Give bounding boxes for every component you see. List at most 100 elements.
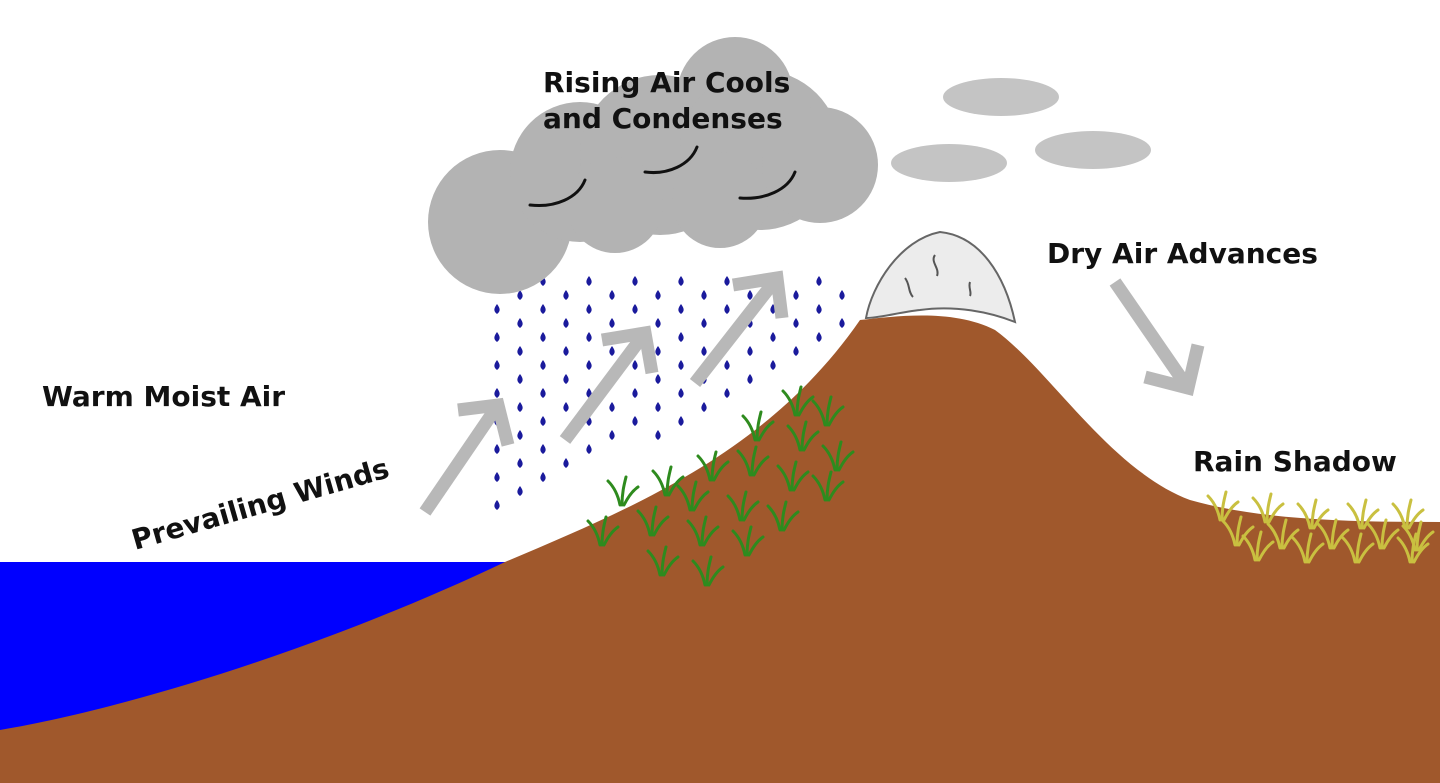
- dry-grass-tuft: [1316, 518, 1350, 550]
- dry-grass-tuft: [1291, 532, 1325, 564]
- rain-drop: [517, 374, 523, 384]
- rain-drop: [816, 332, 822, 342]
- dry-grass-tuft: [1346, 498, 1380, 530]
- green-grass-tuft: [786, 420, 820, 452]
- rain-drop: [793, 318, 799, 328]
- rain-drop: [540, 304, 546, 314]
- green-grass-tuft: [636, 505, 670, 537]
- rain-drop: [494, 472, 500, 482]
- rain-drop: [517, 290, 523, 300]
- rain-drop: [793, 346, 799, 356]
- rain-drop: [563, 290, 569, 300]
- rain-shadow-label: Rain Shadow: [1193, 445, 1397, 478]
- dry-grass-tuft: [1341, 532, 1375, 564]
- dry-grass-tuft: [1266, 518, 1300, 550]
- green-grass-tuft: [811, 470, 845, 502]
- green-grass-tuft: [676, 480, 710, 512]
- green-grass-tuft: [586, 515, 620, 547]
- snow-cracks: [904, 254, 972, 298]
- rain-drop: [655, 374, 661, 384]
- dry-grass-tuft: [1241, 530, 1275, 562]
- dry-vegetation: [1206, 490, 1435, 564]
- dry-grass-tuft: [1366, 518, 1400, 550]
- rain-drop: [632, 276, 638, 286]
- rain-drop: [563, 374, 569, 384]
- rain-drop: [609, 290, 615, 300]
- rain-drop: [494, 360, 500, 370]
- rain-drop: [540, 444, 546, 454]
- rain-drop: [770, 332, 776, 342]
- rain-drop: [494, 388, 500, 398]
- rain-drop: [540, 416, 546, 426]
- rain-drop: [839, 290, 845, 300]
- dry-air-label: Dry Air Advances: [1047, 237, 1318, 270]
- rain-drop: [655, 430, 661, 440]
- rain-drop: [770, 360, 776, 370]
- small-cloud: [891, 144, 1007, 182]
- rain-drop: [655, 290, 661, 300]
- warm-air-label: Warm Moist Air: [42, 380, 285, 413]
- winds-label: Prevailing Winds: [128, 452, 393, 557]
- green-grass-tuft: [821, 440, 855, 472]
- green-grass-tuft: [646, 545, 680, 577]
- wind-arrows: [419, 270, 1205, 516]
- rain-drop: [747, 374, 753, 384]
- rain-drop: [747, 346, 753, 356]
- rain-drop: [494, 444, 500, 454]
- rain-drop: [563, 318, 569, 328]
- rain-drop: [517, 402, 523, 412]
- rain-drop: [839, 318, 845, 328]
- rain-drop: [586, 304, 592, 314]
- rain-drop: [494, 304, 500, 314]
- rain-drop: [586, 276, 592, 286]
- rain-drop: [632, 304, 638, 314]
- rain-drop: [540, 472, 546, 482]
- rain-drop: [517, 318, 523, 328]
- rain-drop: [724, 304, 730, 314]
- dry-grass-tuft: [1251, 492, 1285, 524]
- green-vegetation: [586, 385, 855, 587]
- rain-drop: [724, 388, 730, 398]
- rain-cloud: [428, 37, 878, 294]
- rain-drop: [563, 458, 569, 468]
- rain-drop: [609, 318, 615, 328]
- rain-drop: [517, 430, 523, 440]
- rain-drop: [793, 290, 799, 300]
- rain-drop: [678, 304, 684, 314]
- small-cloud: [1035, 131, 1151, 169]
- green-grass-tuft: [781, 385, 815, 417]
- green-grass-tuft: [736, 445, 770, 477]
- rain-drop: [701, 318, 707, 328]
- rain-drop: [540, 388, 546, 398]
- rain-drop: [747, 290, 753, 300]
- green-grass-tuft: [741, 410, 775, 442]
- rain-drop: [632, 416, 638, 426]
- rain-drop: [563, 402, 569, 412]
- rain-drop: [494, 500, 500, 510]
- rain-drop: [540, 332, 546, 342]
- cloud-curl-marks: [528, 145, 797, 208]
- small-cloud: [943, 78, 1059, 116]
- rain-drop: [701, 346, 707, 356]
- dry-grass-tuft: [1296, 498, 1330, 530]
- mountain-land: [0, 315, 1440, 783]
- arrow-up-right-icon: [689, 270, 789, 388]
- green-grass-tuft: [731, 525, 765, 557]
- rain-drop: [724, 360, 730, 370]
- rain-drop: [494, 332, 500, 342]
- green-grass-tuft: [686, 515, 720, 547]
- rain-drop: [517, 346, 523, 356]
- rain-drop: [586, 332, 592, 342]
- rain-drop: [517, 458, 523, 468]
- green-grass-tuft: [766, 500, 800, 532]
- green-grass-tuft: [606, 475, 640, 507]
- rain-drop: [678, 360, 684, 370]
- rain-drop: [678, 332, 684, 342]
- rain-drop: [563, 346, 569, 356]
- rain-drop: [586, 360, 592, 370]
- green-grass-tuft: [696, 450, 730, 482]
- rain-drop: [655, 318, 661, 328]
- rain-drop: [609, 402, 615, 412]
- rain-drop: [517, 486, 523, 496]
- green-grass-tuft: [811, 395, 845, 427]
